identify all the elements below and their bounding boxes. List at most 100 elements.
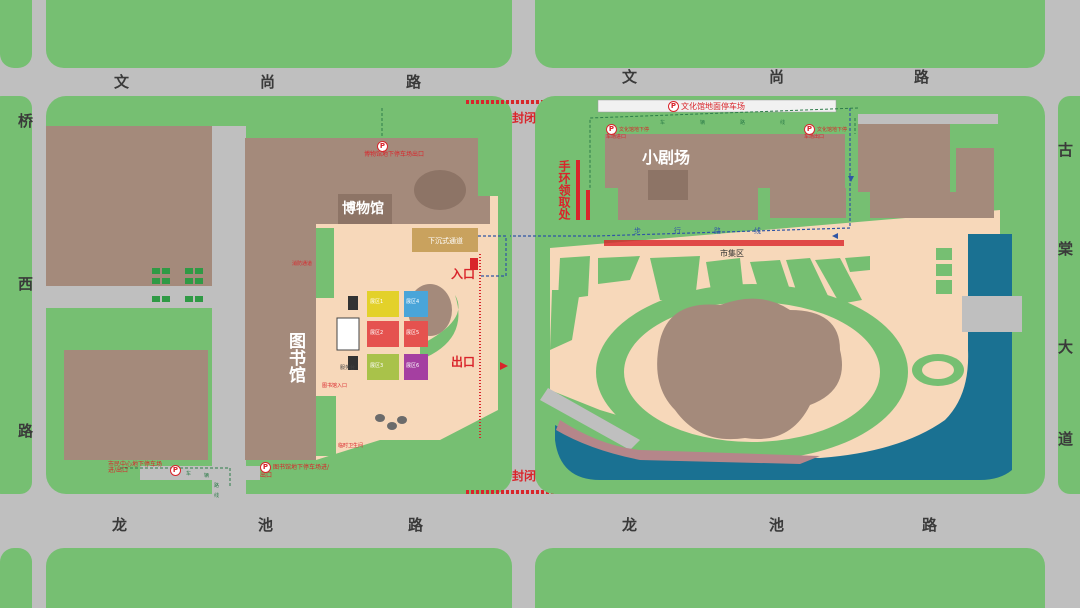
vehicle-route-label: 路 <box>214 483 220 489</box>
zone-label: 展区5 <box>406 330 420 336</box>
civic-parking-label: 市民中心地下停车场进/出口 <box>108 461 163 474</box>
grass-block <box>0 548 32 608</box>
zone-label: 展区2 <box>370 330 384 336</box>
market-label: 市集区 <box>720 249 744 258</box>
museum-library-building <box>245 138 478 460</box>
museum-label: 博物馆 <box>342 201 384 217</box>
exit-label: 出口 <box>451 355 476 369</box>
small-theater-core <box>648 170 688 200</box>
shore <box>556 420 820 464</box>
building <box>956 148 994 218</box>
grass-block <box>1058 96 1080 494</box>
restroom-label: 临时卫生间 <box>338 443 364 449</box>
route-arrow <box>848 176 854 182</box>
wristband-label: 手环领取处 <box>557 160 571 220</box>
walk-path <box>540 388 640 450</box>
booth-red <box>404 321 428 347</box>
zone-label: 展区3 <box>370 363 384 369</box>
side-road <box>962 296 1022 332</box>
booth-blue <box>404 291 428 317</box>
grass-block <box>316 396 336 456</box>
internal-road <box>212 126 246 496</box>
road-label: 尚 <box>769 68 785 86</box>
booth-yellow <box>367 291 399 317</box>
museum-hall <box>338 194 392 224</box>
exit-arrow <box>500 362 508 370</box>
vehicle-route-label: 线 <box>214 493 220 499</box>
booth-purple <box>404 354 428 380</box>
internal-road <box>46 286 216 308</box>
parking-text: 文化馆地面停车场 <box>681 102 745 111</box>
vehicle-route-label: 辆 <box>700 120 706 126</box>
water <box>555 234 1012 480</box>
parking-lot-marks <box>152 268 203 302</box>
road-label: 棠 <box>1058 240 1074 258</box>
vehicle-route-label: 辆 <box>204 473 210 479</box>
sunken-passage-label: 下沉式通道 <box>428 237 463 245</box>
closed-bottom-label: 封闭 <box>512 469 537 483</box>
parking-text: 图书馆地下停车场进/出口 <box>260 464 330 479</box>
sunken-passage <box>412 228 478 252</box>
road-label: 龙 <box>112 516 128 534</box>
parking-text: 文化馆地下停车场出口 <box>804 127 848 140</box>
road-label: 池 <box>258 516 274 534</box>
booth-red <box>367 321 399 347</box>
trees <box>375 414 407 430</box>
wristband-booth <box>586 190 590 220</box>
speaker <box>348 356 358 370</box>
stadium <box>657 298 842 440</box>
road-label: 大 <box>1058 338 1074 356</box>
vehicle-route-label: 路 <box>740 120 746 126</box>
parking-strip <box>597 99 837 113</box>
parking-icon: P <box>377 141 388 152</box>
library-entrance-label: 图书馆入口 <box>322 383 348 389</box>
market-strip <box>604 240 844 246</box>
zone-label: 展区6 <box>406 363 420 369</box>
road-label: 路 <box>408 516 424 534</box>
parking-icon-museum: P <box>377 138 390 154</box>
road-label: 文 <box>622 68 638 86</box>
walking-route <box>478 108 851 277</box>
vehicle-route-label: 线 <box>780 120 786 126</box>
stage <box>336 317 360 351</box>
road-label: 古 <box>1058 141 1074 159</box>
road-label: 道 <box>1058 430 1074 448</box>
zone-label: 展区1 <box>370 299 384 305</box>
route-arrow <box>832 233 838 239</box>
fire-exit-label: 消防通道 <box>292 261 313 267</box>
vehicle-route-label: 车 <box>660 120 666 126</box>
road-label: 路 <box>406 73 422 91</box>
small-theater-annex <box>770 188 846 218</box>
building <box>870 192 956 218</box>
small-theater-label: 小剧场 <box>642 148 691 167</box>
road-label: 西 <box>18 275 34 293</box>
info-label: 服务台 <box>340 365 356 371</box>
parking-text: 文化馆地下停车场进口 <box>606 127 650 140</box>
parking-icon: P <box>170 465 181 476</box>
grass-block <box>46 0 512 68</box>
road-label: 文 <box>114 73 130 91</box>
walkway-label: 线 <box>754 227 761 235</box>
grass-curve <box>420 295 459 360</box>
grass-block <box>535 548 1045 608</box>
grass-block <box>154 310 208 350</box>
road-label: 尚 <box>260 73 276 91</box>
grass-block <box>0 0 32 68</box>
parking-icon: P <box>668 101 679 112</box>
parking-icon-civic: P <box>170 462 183 478</box>
closed-top-label: 封闭 <box>512 111 537 125</box>
grass-ring-center <box>922 361 954 379</box>
museum-dome <box>414 170 466 210</box>
speaker <box>348 296 358 310</box>
walkway-label: 步 <box>634 227 641 235</box>
internal-road <box>858 114 998 124</box>
road-label: 池 <box>769 516 785 534</box>
zone-label: 展区4 <box>406 299 420 305</box>
vehicle-route-label: 车 <box>186 471 192 477</box>
building <box>64 350 208 460</box>
